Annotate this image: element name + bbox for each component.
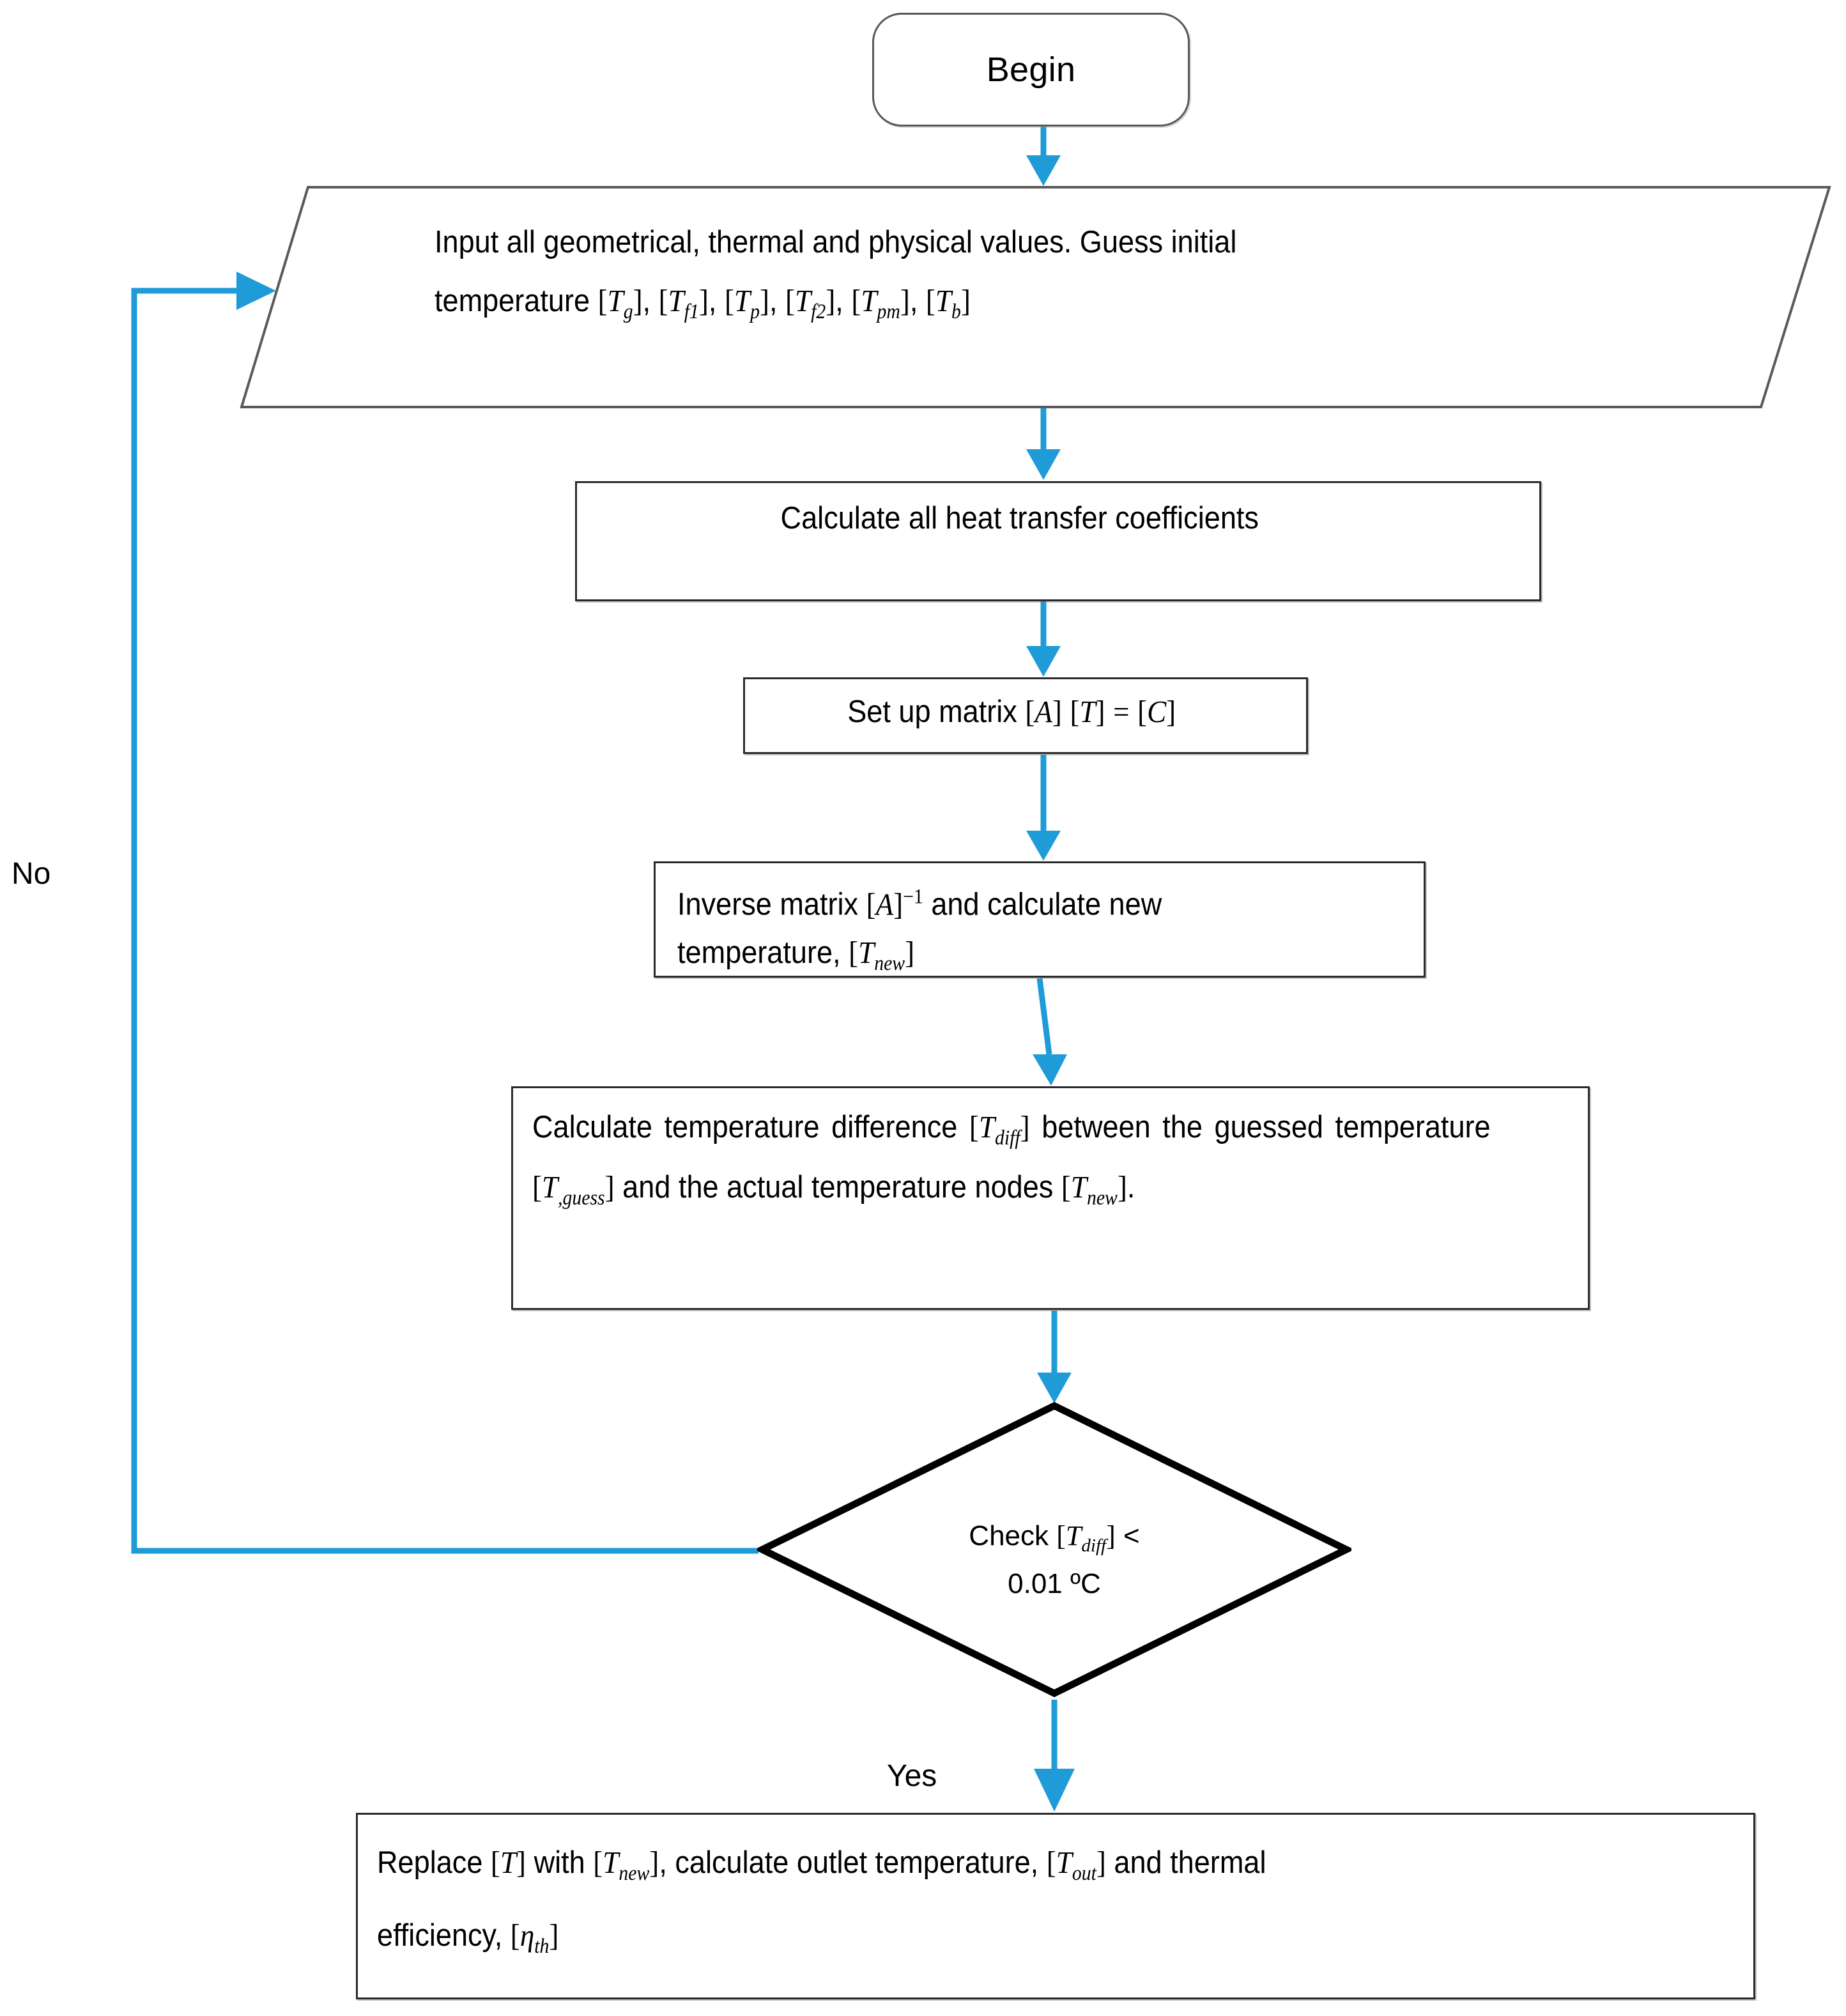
setup-matrix-label: Set up matrix [A] [T] = [C] bbox=[847, 694, 1176, 729]
edge-matrix-to-inverse bbox=[1026, 755, 1061, 861]
edge-label-no: No bbox=[12, 857, 51, 891]
edge-decision-yes-to-final bbox=[1034, 1700, 1075, 1812]
decision-diamond-outline bbox=[757, 1401, 1351, 1698]
calculate-coefficients-label: Calculate all heat transfer coefficients bbox=[780, 501, 1259, 535]
decision-label: Check [Tdiff] <0.01 ºC bbox=[969, 1520, 1140, 1599]
edge-difference-to-decision bbox=[1037, 1311, 1072, 1403]
edge-label-yes: Yes bbox=[887, 1759, 937, 1793]
begin-terminator: Begin bbox=[872, 13, 1190, 127]
decision-diamond: Check [Tdiff] <0.01 ºC bbox=[757, 1401, 1351, 1698]
edge-inverse-to-difference bbox=[1033, 978, 1067, 1086]
temperature-difference-box: Calculate temperature difference [Tdiff]… bbox=[511, 1086, 1590, 1310]
input-parallelogram: Input all geometrical, thermal and physi… bbox=[236, 182, 1837, 412]
input-line-2: temperature [Tg], [Tf1], [Tp], [Tf2], [T… bbox=[435, 283, 971, 323]
input-parallelogram-outline bbox=[240, 186, 1831, 408]
temperature-difference-label: Calculate temperature difference [Tdiff]… bbox=[532, 1109, 1491, 1209]
setup-matrix-box: Set up matrix [A] [T] = [C] bbox=[743, 677, 1308, 754]
input-label: Input all geometrical, thermal and physi… bbox=[435, 213, 1540, 341]
final-output-label: Replace [T] with [Tnew], calculate outle… bbox=[377, 1845, 1266, 1957]
begin-label: Begin bbox=[986, 50, 1076, 89]
final-output-box: Replace [T] with [Tnew], calculate outle… bbox=[356, 1813, 1755, 1999]
edge-input-to-coefficients bbox=[1026, 408, 1061, 480]
edge-coefficients-to-matrix bbox=[1026, 601, 1061, 677]
calculate-coefficients-box: Calculate all heat transfer coefficients bbox=[575, 481, 1541, 601]
edge-begin-to-input bbox=[1026, 127, 1061, 186]
input-line-1: Input all geometrical, thermal and physi… bbox=[435, 225, 1237, 259]
